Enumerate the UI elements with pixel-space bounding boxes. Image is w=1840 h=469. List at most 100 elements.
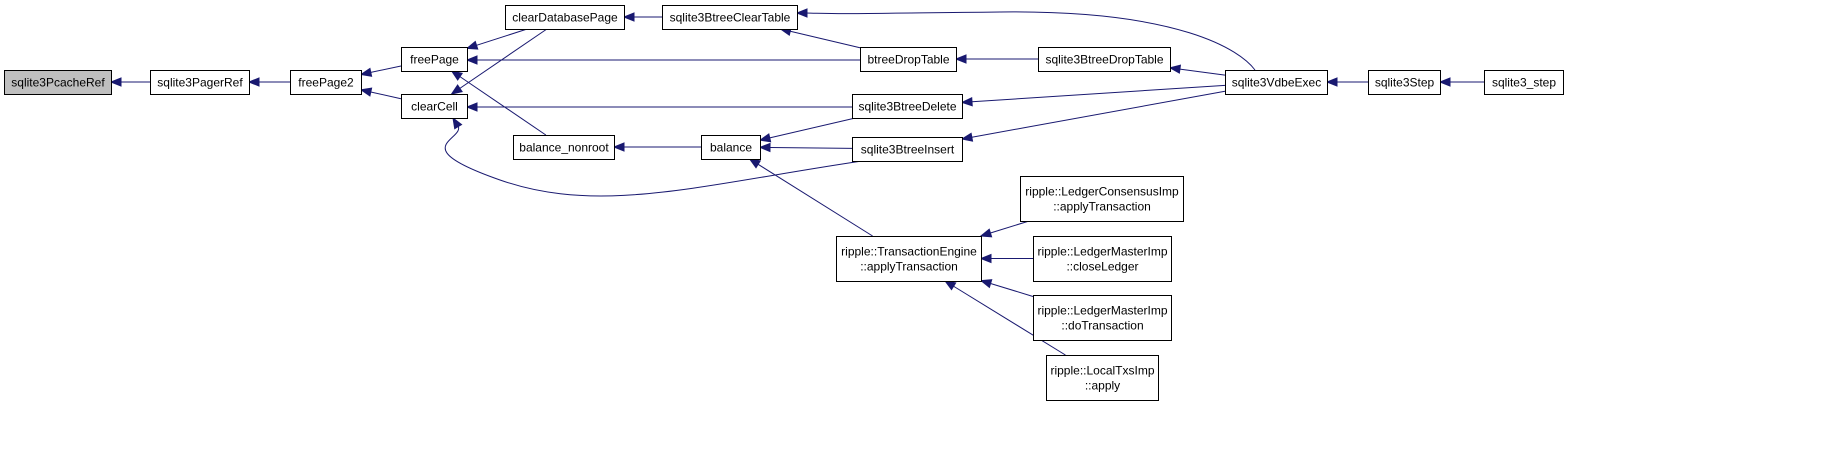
node-btinsert[interactable]: sqlite3BtreeInsert: [852, 137, 963, 162]
node-box[interactable]: [1484, 70, 1564, 95]
arrowhead-icon: [452, 116, 463, 130]
node-label: sqlite3VdbeExec: [1232, 76, 1321, 90]
arrowhead-icon: [758, 133, 772, 143]
arrowhead-icon: [979, 228, 993, 238]
edge-clearcell-to-freepage2: [370, 91, 402, 100]
node-box[interactable]: [852, 94, 963, 119]
node-label: sqlite3BtreeInsert: [861, 143, 955, 157]
arrowhead-icon: [450, 84, 463, 95]
node-label: sqlite3Step: [1375, 76, 1435, 90]
node-btclear[interactable]: sqlite3BtreeClearTable: [662, 5, 798, 30]
node-box[interactable]: [662, 5, 798, 30]
node-box[interactable]: [836, 236, 982, 282]
node-cleardbpage[interactable]: clearDatabasePage: [505, 5, 625, 30]
edge-vdbe-to-btdelete: [971, 84, 1226, 103]
arrowhead-icon: [960, 97, 973, 107]
node-lcapply[interactable]: ripple::LedgerConsensusImp::applyTransac…: [1020, 176, 1184, 222]
node-balnonroot[interactable]: balance_nonroot: [513, 135, 615, 160]
edge-btinsert-to-balance: [769, 146, 853, 149]
arrowhead-icon: [979, 253, 992, 264]
node-box[interactable]: [860, 47, 957, 72]
node-label: sqlite3PagerRef: [157, 76, 243, 90]
node-box[interactable]: [4, 70, 112, 95]
edge-freepage-to-freepage2: [370, 65, 402, 73]
arrowhead-icon: [943, 280, 957, 291]
node-box[interactable]: [1020, 176, 1184, 222]
node-label: freePage2: [298, 76, 354, 90]
edge-lcapply-to-teapply: [990, 220, 1030, 234]
node-label: btreeDropTable: [867, 53, 949, 67]
node-lmdo[interactable]: ripple::LedgerMasterImp::doTransaction: [1033, 295, 1172, 341]
edge-ltapply-to-teapply: [953, 285, 1066, 356]
node-label: sqlite3_step: [1492, 76, 1556, 90]
node-freepage2[interactable]: freePage2: [290, 70, 362, 95]
node-label: ripple::LedgerConsensusImp: [1025, 185, 1179, 199]
node-vdbe[interactable]: sqlite3VdbeExec: [1225, 70, 1328, 95]
arrowhead-icon: [465, 55, 478, 65]
arrowhead-icon: [1438, 77, 1451, 87]
arrowhead-icon: [1168, 64, 1182, 74]
node-teapply[interactable]: ripple::TransactionEngine::applyTransact…: [836, 236, 982, 282]
node-label: ripple::LedgerMasterImp: [1037, 304, 1167, 318]
node-box[interactable]: [505, 5, 625, 30]
node-box[interactable]: [401, 94, 468, 119]
node-lmclose[interactable]: ripple::LedgerMasterImp::closeLedger: [1033, 236, 1172, 282]
node-pcacheref[interactable]: sqlite3PcacheRef: [4, 70, 112, 95]
node-box[interactable]: [1038, 47, 1171, 72]
node-label: balance_nonroot: [519, 141, 609, 155]
nodes-layer: sqlite3PcacheRef sqlite3PagerRef freePage2…: [4, 5, 1564, 401]
edge-cleardbpage-to-freepage: [476, 28, 528, 46]
edge-vdbe-to-btclear: [804, 11, 1256, 71]
node-step[interactable]: sqlite3Step: [1368, 70, 1441, 95]
edge-lmdo-to-teapply: [990, 283, 1034, 297]
node-box[interactable]: [1033, 236, 1172, 282]
node-box[interactable]: [401, 47, 468, 72]
node-box[interactable]: [513, 135, 615, 160]
arrowhead-icon: [758, 142, 771, 153]
node-balance[interactable]: balance: [701, 135, 761, 160]
edge-balnonroot-to-freepage: [459, 76, 547, 136]
edge-vdbe-to-sqbtdrop: [1179, 68, 1226, 76]
arrowhead-icon: [795, 8, 808, 18]
node-clearcell[interactable]: clearCell: [401, 94, 468, 119]
arrowhead-icon: [465, 40, 479, 50]
node-box[interactable]: [290, 70, 362, 95]
edge-btinsert-to-clearcell: [444, 123, 863, 197]
arrowhead-icon: [960, 132, 974, 142]
arrowhead-icon: [359, 87, 373, 97]
arrowhead-icon: [247, 77, 260, 87]
arrowhead-icon: [1325, 77, 1338, 87]
node-label: balance: [710, 141, 752, 155]
node-label: ::applyTransaction: [860, 260, 958, 274]
node-box[interactable]: [852, 137, 963, 162]
node-box[interactable]: [701, 135, 761, 160]
arrowhead-icon: [979, 279, 993, 289]
edge-btdelete-to-balance: [769, 117, 856, 139]
node-box[interactable]: [1225, 70, 1328, 95]
edge-teapply-to-balance: [757, 163, 873, 237]
edges-layer: [109, 8, 1484, 356]
arrowhead-icon: [359, 67, 373, 77]
edge-vdbe-to-btinsert: [971, 90, 1226, 138]
node-btdelete[interactable]: sqlite3BtreeDelete: [852, 94, 963, 119]
node-label: ::applyTransaction: [1053, 200, 1151, 214]
node-btdroptable[interactable]: btreeDropTable: [860, 47, 957, 72]
arrowhead-icon: [612, 142, 625, 152]
node-box[interactable]: [1033, 295, 1172, 341]
node-box[interactable]: [1368, 70, 1441, 95]
node-label: sqlite3BtreeDropTable: [1045, 53, 1163, 67]
node-label: ::doTransaction: [1061, 319, 1143, 333]
node-box[interactable]: [150, 70, 250, 95]
node-label: ripple::TransactionEngine: [841, 245, 977, 259]
edge-cleardbpage-to-clearcell: [459, 28, 548, 89]
node-label: ripple::LocalTxsImp: [1050, 364, 1154, 378]
node-step_[interactable]: sqlite3_step: [1484, 70, 1564, 95]
node-sqbtdrop[interactable]: sqlite3BtreeDropTable: [1038, 47, 1171, 72]
node-pagerref[interactable]: sqlite3PagerRef: [150, 70, 250, 95]
arrowhead-icon: [465, 102, 478, 112]
node-ltapply[interactable]: ripple::LocalTxsImp::apply: [1046, 355, 1159, 401]
arrowhead-icon: [450, 70, 464, 81]
node-box[interactable]: [1046, 355, 1159, 401]
node-freepage[interactable]: freePage: [401, 47, 468, 72]
